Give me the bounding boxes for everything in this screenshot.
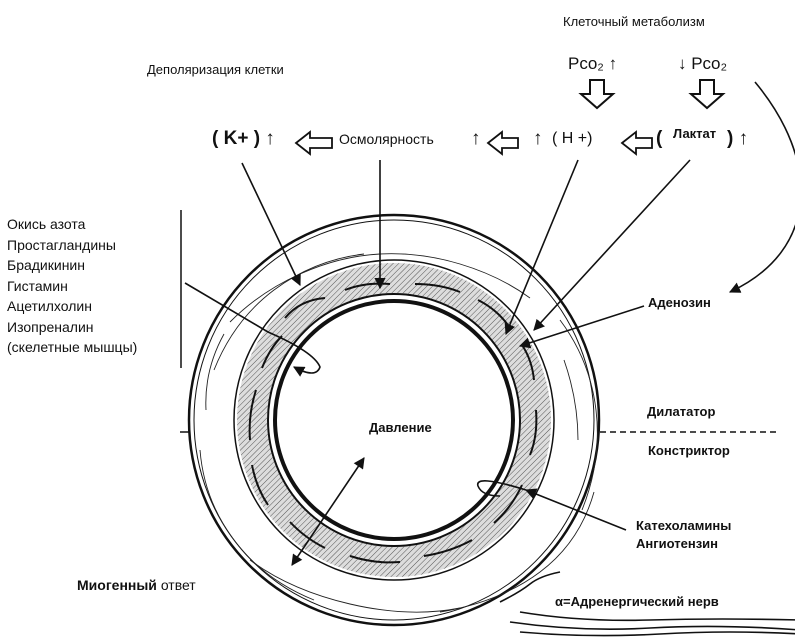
list-item: (скелетные мышцы) <box>7 337 137 358</box>
catecholamines-to-wall-arrow <box>526 490 626 530</box>
pco2-right-down-arrow <box>691 80 723 108</box>
metabolism-curve-arrow <box>730 82 795 292</box>
pco2-left-down-arrow <box>581 80 613 108</box>
list-item: Окись азота <box>7 214 137 235</box>
adrenergic-nerve-label: α=Адренергический нерв <box>555 594 719 609</box>
lactate-close-paren: ) ↑ <box>727 128 748 150</box>
list-item: Ацетилхолин <box>7 296 137 317</box>
vasodilator-list: Окись азота Простагландины Брадикинин Ги… <box>7 214 137 358</box>
pco2-left-label: Pco₂ ↑ <box>568 54 617 74</box>
list-item: Гистамин <box>7 276 137 297</box>
catecholamines-label: Катехоламины <box>636 518 731 533</box>
list-item: Простагландины <box>7 235 137 256</box>
cellular-metabolism-label: Клеточный метаболизм <box>563 14 705 29</box>
lactate-open-paren: ( <box>656 128 662 150</box>
hydrogen-ion-label: ( H +) <box>552 130 592 148</box>
osmolarity-up-arrow: ↑ <box>471 128 481 150</box>
chain-up-arrow: ↑ <box>533 128 543 150</box>
angiotensin-label: Ангиотензин <box>636 536 718 551</box>
list-item: Брадикинин <box>7 255 137 276</box>
myogenic-response-label: Миогенный ответ <box>77 577 196 593</box>
k-to-wall-arrow <box>242 163 300 285</box>
potassium-ion-label: ( K+ ) ↑ <box>212 128 275 150</box>
osmolarity-label: Осмолярность <box>339 131 434 147</box>
lactate-label: Лактат <box>673 126 716 141</box>
dilator-label: Дилататор <box>647 404 715 419</box>
h-to-wall-arrow <box>506 160 578 334</box>
chain-left-arrow-3 <box>622 132 652 154</box>
myogenic-bold-word: Миогенный <box>77 577 157 593</box>
pco2-right-label: ↓ Pco₂ <box>678 54 727 74</box>
myogenic-rest-word: ответ <box>161 577 196 593</box>
nitric-oxide-to-wall-arrow <box>185 283 268 332</box>
list-item: Изопреналин <box>7 317 137 338</box>
depolarization-label: Деполяризация клетки <box>147 62 284 77</box>
chain-left-arrow-1 <box>296 132 332 154</box>
constrictor-label: Констриктор <box>648 443 730 458</box>
adenosine-label: Аденозин <box>648 295 711 310</box>
pressure-label: Давление <box>369 420 432 435</box>
chain-left-arrow-2 <box>488 132 518 154</box>
